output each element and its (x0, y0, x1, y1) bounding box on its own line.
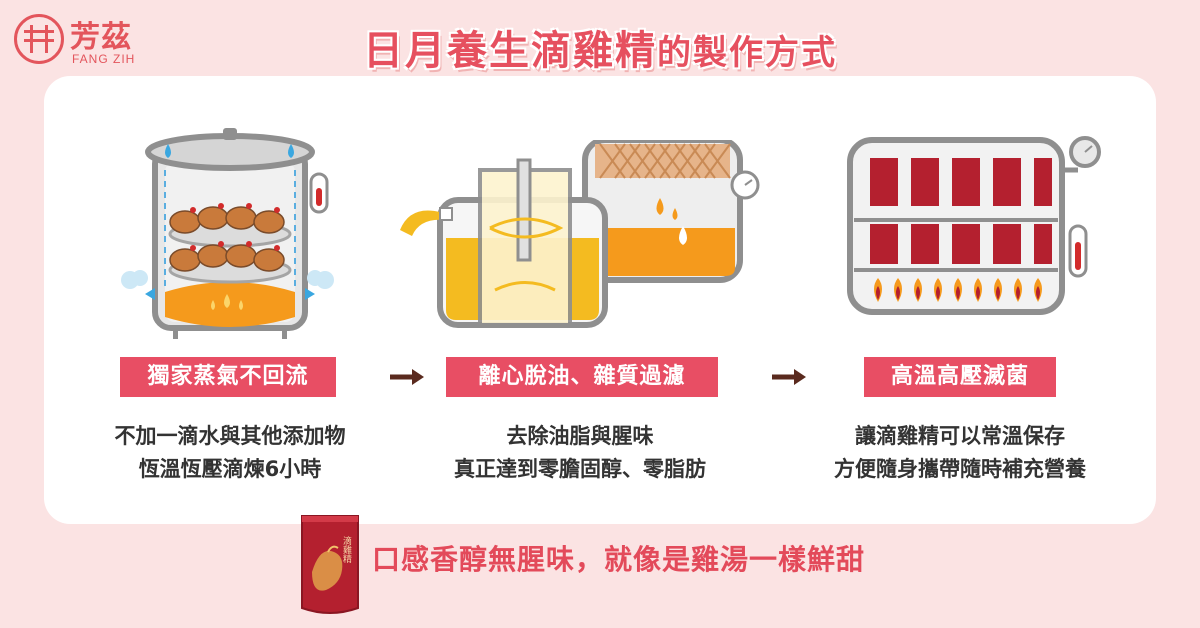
sterilizer-illustration (847, 136, 1101, 315)
brand-name-cn: 芳茲 (70, 20, 132, 55)
arrow-right-icon (390, 369, 424, 385)
step-1-desc-line2: 恆溫恆壓滴煉6小時 (138, 457, 322, 481)
step-2-desc-line1: 去除油脂與腥味 (506, 424, 654, 448)
brand-logo: 芳茲 FANG ZIH (14, 12, 164, 76)
brand-name-en: FANG ZIH (72, 52, 136, 66)
step-2-description: 去除油脂與腥味 真正達到零膽固醇、零脂肪 (410, 420, 750, 486)
step-1-label: 獨家蒸氣不回流 (120, 357, 336, 397)
step-1-desc-line1: 不加一滴水與其他添加物 (114, 424, 346, 448)
step-3-label: 高溫高壓滅菌 (864, 357, 1056, 397)
step-3-desc-line2: 方便隨身攜帶隨時補充營養 (834, 457, 1086, 481)
steam-pot-illustration (121, 128, 334, 339)
product-pack-image: 滴雞精 (301, 515, 359, 614)
bottom-tagline: 口感香醇無腥味，就像是雞湯一樣鮮甜 (372, 543, 866, 576)
step-1-description: 不加一滴水與其他添加物 恆溫恆壓滴煉6小時 (60, 420, 400, 486)
step-2-desc-line2: 真正達到零膽固醇、零脂肪 (454, 457, 706, 481)
step-3-desc-line1: 讓滴雞精可以常溫保存 (855, 424, 1065, 448)
arrow-right-icon (772, 369, 806, 385)
logo-mark-icon (14, 14, 64, 64)
page-title: 日月養生滴雞精的製作方式 (0, 18, 1200, 76)
centrifuge-filter-illustration (400, 140, 760, 328)
title-suffix: 的製作方式 (657, 33, 837, 73)
pack-label: 滴雞精 (341, 535, 352, 564)
step-3-description: 讓滴雞精可以常溫保存 方便隨身攜帶隨時補充營養 (790, 420, 1130, 486)
title-main: 日月養生滴雞精 (363, 28, 657, 74)
step-2-label: 離心脫油、雜質過濾 (446, 357, 718, 397)
